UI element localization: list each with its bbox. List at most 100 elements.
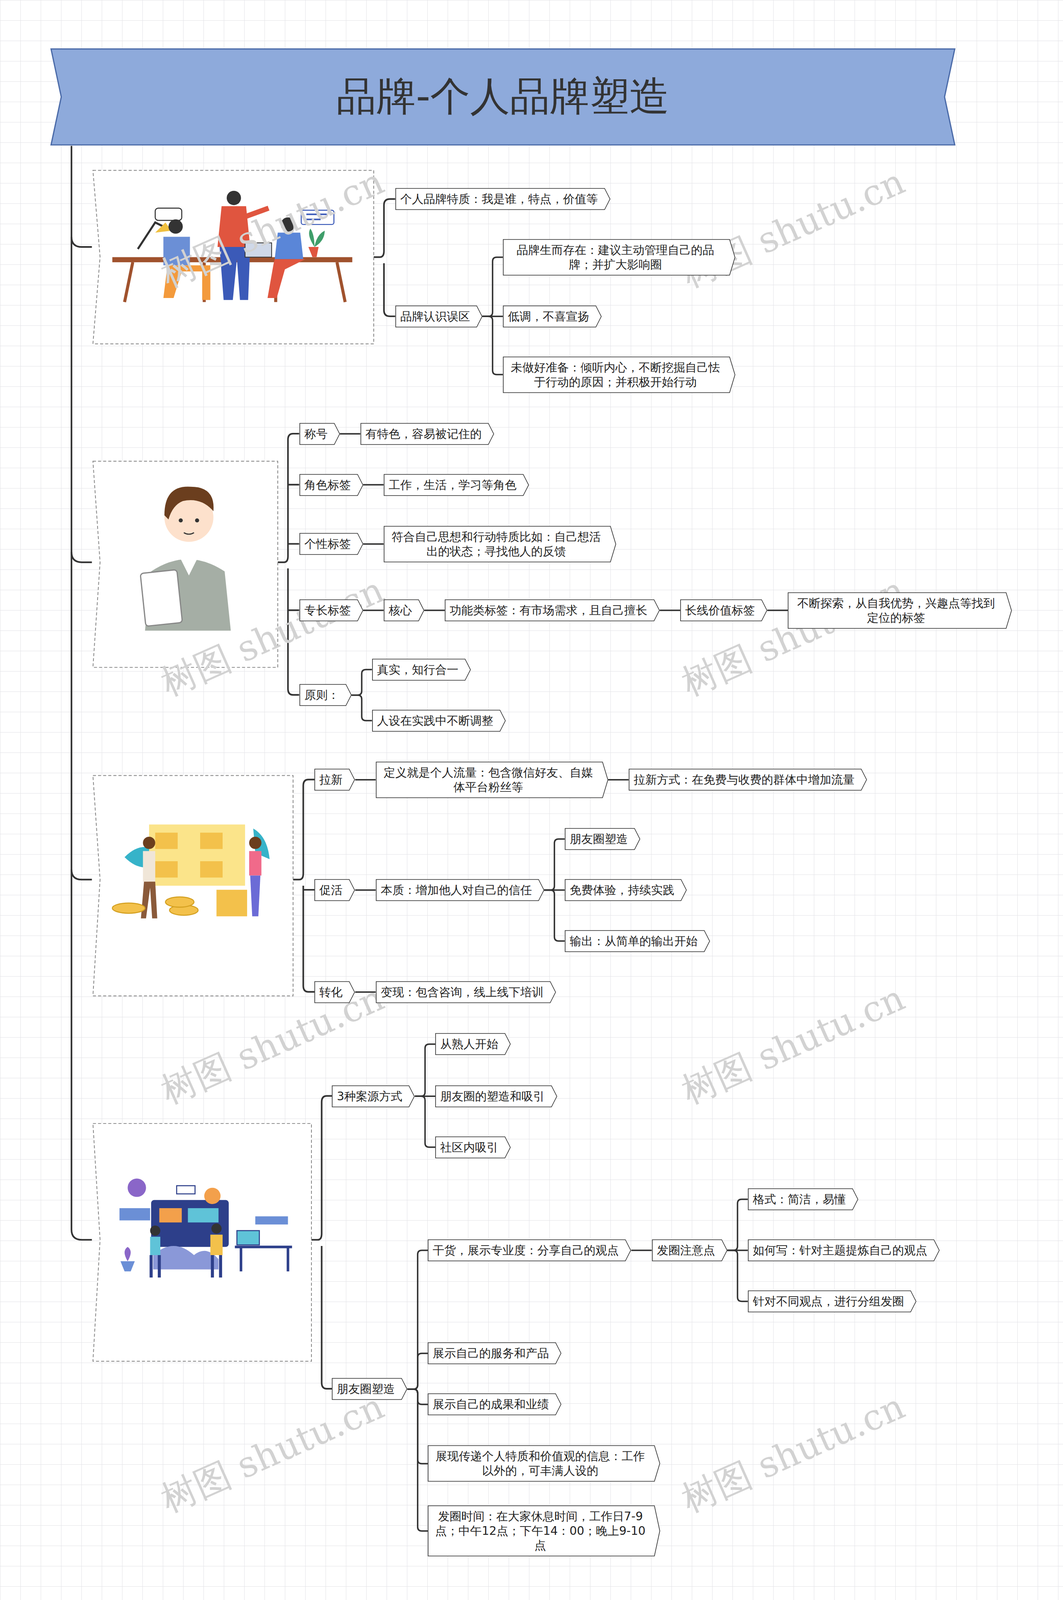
topic-text: 转化 xyxy=(319,985,343,1000)
connector xyxy=(424,609,445,612)
topic-box: 变现：包含咨询，线上线下培训 xyxy=(375,981,556,1004)
connector xyxy=(351,695,373,721)
topic-text: 输出：从简单的输出开始 xyxy=(569,934,698,949)
topic-box: 展现传递个人特质和价值观的信息：工作以外的，可丰满人设的 xyxy=(427,1445,661,1483)
topic-text: 称号 xyxy=(304,427,328,441)
topic-text: 如何写：针对主题提炼自己的观点 xyxy=(752,1244,928,1258)
connector xyxy=(631,1250,652,1252)
topic-text: 个性标签 xyxy=(304,537,351,552)
topic-text: 人设在实践中不断调整 xyxy=(377,714,494,728)
topic-box: 品牌认识误区 xyxy=(395,305,483,328)
topic-text: 免费体验，持续实践 xyxy=(569,883,675,898)
topic-text: 促活 xyxy=(319,883,343,898)
topic-box: 原则： xyxy=(299,684,352,707)
connector xyxy=(407,1389,428,1532)
title-banner xyxy=(51,48,955,145)
topic-text: 变现：包含咨询，线上线下培训 xyxy=(380,985,544,1000)
topic-box: 社区内吸引 xyxy=(435,1136,511,1159)
topic-text: 从熟人开始 xyxy=(440,1037,499,1052)
topic-text: 真实，知行合一 xyxy=(377,663,459,677)
topic-box: 称号 xyxy=(299,423,341,446)
connector xyxy=(767,609,788,612)
topic-text: 角色标签 xyxy=(304,478,351,493)
watermark: 树图 shutu.cn xyxy=(153,1383,392,1525)
title-text: 品牌-个人品牌塑造 xyxy=(336,70,670,125)
topic-text: 个人品牌特质：我是谁，特点，价值等 xyxy=(400,192,598,206)
topic-box: 干货，展示专业度：分享自己的观点 xyxy=(427,1239,632,1262)
connector xyxy=(407,1250,428,1390)
topic-box: 未做好准备：倾听内心，不断挖掘自己怯于行动的原因；并积极开始行动 xyxy=(502,356,736,394)
topic-text: 有特色，容易被记住的 xyxy=(365,427,482,441)
connector xyxy=(363,543,384,546)
connector xyxy=(355,889,376,892)
connector xyxy=(407,1354,428,1390)
watermark: 树图 shutu.cn xyxy=(674,974,913,1117)
connector xyxy=(355,779,376,782)
topic-text: 低调，不喜宣扬 xyxy=(507,309,590,324)
topic-text: 本质：增加他人对自己的信任 xyxy=(380,883,532,898)
topic-box: 转化 xyxy=(314,981,356,1004)
connector xyxy=(482,257,503,317)
connector xyxy=(414,1044,436,1097)
topic-box: 格式：简洁，易懂 xyxy=(747,1188,859,1211)
topic-text: 展示自己的成果和业绩 xyxy=(432,1398,549,1412)
connector xyxy=(727,1200,748,1252)
topic-box: 真实，知行合一 xyxy=(372,658,471,681)
topic-box: 人设在实践中不断调整 xyxy=(372,710,506,733)
topic-text: 干货，展示专业度：分享自己的观点 xyxy=(432,1244,619,1258)
topic-text: 功能类标签：有市场需求，且自己擅长 xyxy=(449,603,648,618)
topic-text: 3种案源方式 xyxy=(336,1089,403,1104)
connector xyxy=(659,609,681,612)
topic-text: 长线价值标签 xyxy=(685,603,755,618)
topic-box: 不断探索，从自我优势，兴趣点等找到定位的标签 xyxy=(787,592,1012,630)
topic-box: 免费体验，持续实践 xyxy=(564,879,687,902)
topic-box: 长线价值标签 xyxy=(680,599,768,622)
topic-box: 朋友圈塑造 xyxy=(564,828,641,851)
workplace-illustration xyxy=(119,1179,293,1279)
topic-text: 展示自己的服务和产品 xyxy=(432,1347,549,1361)
watermark: 树图 shutu.cn xyxy=(153,157,392,300)
topic-box: 个人品牌特质：我是谁，特点，价值等 xyxy=(395,188,611,211)
image-panel xyxy=(93,170,374,1362)
watermark: 树图 shutu.cn xyxy=(674,566,913,708)
topic-text: 朋友圈的塑造和吸引 xyxy=(440,1089,545,1104)
connector xyxy=(544,839,565,891)
connector xyxy=(340,433,361,435)
topic-text: 拉新方式：在免费与收费的群体中增加流量 xyxy=(633,773,855,787)
topic-box: 从熟人开始 xyxy=(435,1033,511,1056)
watermark: 树图 shutu.cn xyxy=(153,566,392,708)
topic-box: 3种案源方式 xyxy=(331,1085,415,1108)
topic-box: 专长标签 xyxy=(299,599,364,622)
connector xyxy=(608,779,629,782)
trunk xyxy=(71,146,396,1390)
watermark: 树图 shutu.cn xyxy=(674,1383,913,1525)
topic-box: 如何写：针对主题提炼自己的观点 xyxy=(747,1239,940,1262)
topic-box: 促活 xyxy=(314,879,356,902)
topic-box: 拉新方式：在免费与收费的群体中增加流量 xyxy=(628,769,868,792)
topic-box: 功能类标签：有市场需求，且自己擅长 xyxy=(444,599,660,622)
topic-box: 输出：从简单的输出开始 xyxy=(564,930,711,953)
topic-text: 品牌认识误区 xyxy=(400,309,471,324)
topic-box: 工作，生活，学习等角色 xyxy=(383,474,530,497)
topic-box: 定义就是个人流量：包含微信好友、自媒体平台粉丝等 xyxy=(375,761,609,799)
person-illustration xyxy=(140,486,231,631)
topic-text: 朋友圈塑造 xyxy=(569,832,628,847)
connector xyxy=(727,1250,748,1302)
connector xyxy=(414,1096,436,1148)
topic-text: 发圈注意点 xyxy=(656,1244,716,1258)
connector xyxy=(544,890,565,942)
topic-box: 本质：增加他人对自己的信任 xyxy=(375,879,545,902)
topic-text: 社区内吸引 xyxy=(440,1141,499,1155)
topic-box: 核心 xyxy=(383,599,425,622)
topic-box: 展示自己的服务和产品 xyxy=(427,1342,562,1365)
topic-box: 有特色，容易被记住的 xyxy=(360,423,495,446)
topic-text: 格式：简洁，易懂 xyxy=(752,1192,846,1207)
topic-box: 针对不同观点，进行分组发圈 xyxy=(747,1290,917,1313)
topic-box: 朋友圈的塑造和吸引 xyxy=(435,1085,558,1108)
topic-box: 发圈注意点 xyxy=(651,1239,728,1262)
topic-text: 朋友圈塑造 xyxy=(336,1382,395,1397)
topic-text: 工作，生活，学习等角色 xyxy=(388,478,517,493)
topic-text: 原则： xyxy=(304,688,340,703)
connector xyxy=(351,669,373,696)
topic-box: 展示自己的成果和业绩 xyxy=(427,1393,562,1416)
